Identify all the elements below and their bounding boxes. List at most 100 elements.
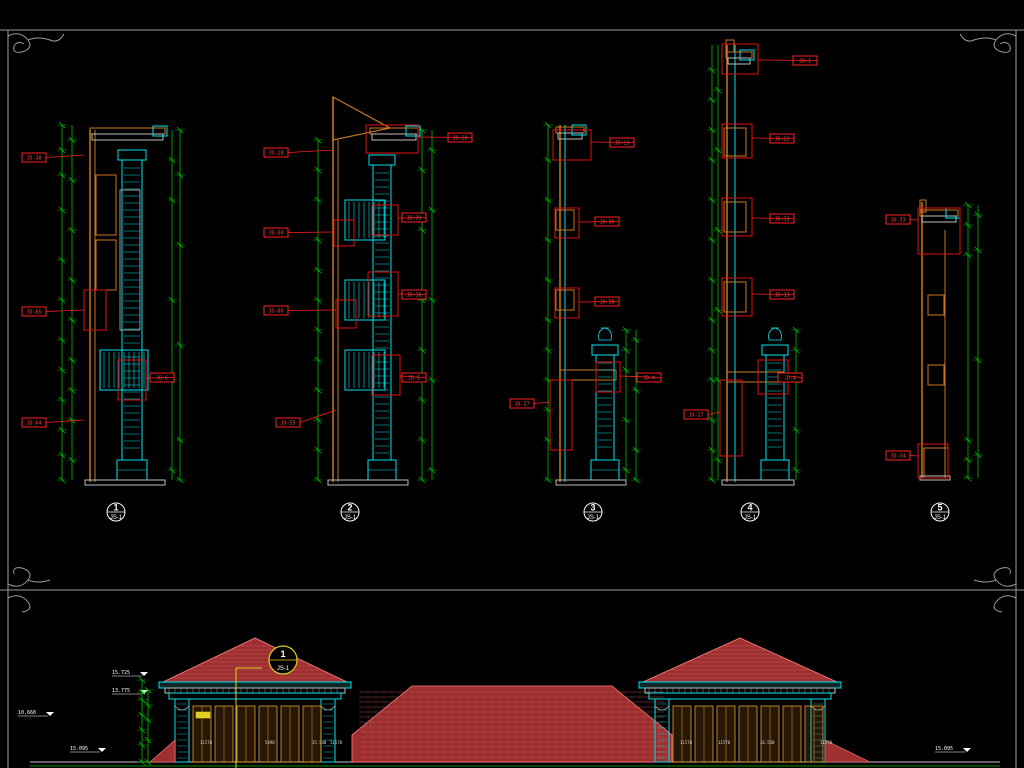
detail-callout-box	[917, 443, 949, 479]
pavilion-cornice	[638, 681, 842, 689]
detail-tag-leader	[399, 375, 427, 378]
pavilion	[158, 637, 352, 763]
level-label: 15.095	[70, 746, 88, 752]
detail-callout-box	[365, 124, 419, 154]
detail-tag: JD-28	[263, 147, 335, 158]
detail-tag: JD-33	[751, 289, 795, 300]
detail-tag-leader	[145, 377, 175, 379]
wall-sections-group: JD-38JD-65JD-64JD-61JS-1JD-18JD-28JD-39J…	[21, 39, 983, 522]
detail-tag-label: JD-6	[156, 376, 168, 382]
detail-tag-leader	[533, 401, 551, 404]
detail-tag: JD-65	[21, 306, 85, 317]
detail-tag: JD-60	[263, 305, 337, 316]
column-inset	[119, 189, 141, 331]
detail-tag-label: JD-38	[406, 293, 421, 299]
detail-tag: JD-6	[145, 372, 175, 383]
section-sheet-ref: JS-1	[587, 515, 600, 521]
section-number: 1	[113, 503, 118, 513]
detail-tag-label: JD-30	[599, 220, 614, 226]
level-label: 15.725	[112, 670, 130, 676]
pavilion-cornice	[158, 681, 352, 689]
detail-tag-leader	[787, 375, 803, 378]
detail-tag-label: JD-64	[26, 421, 41, 427]
elevation-dimension-label: 11570	[718, 740, 731, 745]
cornice	[89, 125, 168, 141]
pavilion-architrave	[648, 692, 832, 700]
detail-tag-leader	[287, 231, 335, 233]
cornice-profile	[152, 125, 168, 137]
detail-tag: JD-38	[21, 152, 85, 163]
detail-tag-leader	[45, 154, 85, 158]
foundation	[555, 479, 627, 486]
detail-tag-label: JD-65	[26, 310, 41, 316]
elevation-dimension-label: 5490	[265, 740, 275, 745]
section-sheet-ref: JS-1	[110, 515, 123, 521]
level-triangle	[140, 672, 148, 676]
elevation-callout-sheet: JS-1	[277, 666, 290, 672]
detail-tag: JD-6	[399, 372, 427, 383]
side-roof-left	[149, 739, 176, 763]
detail-tag-label: JD-38	[26, 156, 41, 162]
drawing-frame	[0, 29, 1024, 768]
detail-tag-label: JD-1	[799, 59, 811, 65]
elevation-callout-mark: 1JS-1	[268, 645, 298, 675]
column-capital-scroll	[810, 705, 826, 711]
elevation-dimension-label: 11570	[330, 740, 343, 745]
window-frame	[723, 201, 747, 233]
elevation-dimension-label: 11570	[680, 740, 693, 745]
detail-tag-leader	[45, 309, 85, 312]
detail-tag-label: JD-34	[890, 454, 905, 460]
detail-tag-leader	[590, 141, 635, 143]
detail-tag-label: JD-33	[890, 218, 905, 224]
window-frame	[555, 289, 575, 311]
cornice-stone	[91, 133, 164, 141]
detail-tag: JD-30	[578, 216, 620, 227]
detail-callout-box	[333, 219, 355, 247]
cornice	[919, 207, 961, 223]
detail-tag-label: JD-4	[643, 376, 655, 382]
cornice-profile	[739, 49, 755, 61]
detail-tag-leader	[757, 59, 818, 61]
finial-vase	[768, 327, 782, 341]
detail-callout-box	[117, 359, 147, 401]
cornice	[725, 49, 755, 65]
detail-tag-leader	[909, 219, 919, 221]
section-number-mark: 2JS-1	[340, 502, 360, 522]
detail-callout-box	[721, 197, 753, 237]
detail-tag-label: JD-28	[268, 151, 283, 157]
detail-tag-label: JD-19	[614, 141, 629, 147]
panel-ornament	[95, 174, 117, 236]
detail-tag: JD-55	[275, 409, 337, 428]
corner-ornament-top-left	[7, 33, 65, 53]
section-number: 2	[347, 503, 352, 513]
section-2: JD-18JD-28JD-39JD-50JD-38JD-60JD-6JD-552…	[263, 95, 473, 522]
column-capital-scroll	[654, 705, 670, 711]
detail-tag: JD-34	[885, 450, 919, 461]
detail-tag: JD-1	[757, 55, 818, 66]
detail-tag-label: JD-39	[406, 216, 421, 222]
detail-tag-leader	[707, 411, 721, 415]
elevation-dimension-label: 16.540	[760, 740, 775, 745]
detail-tag-leader	[299, 409, 337, 423]
detail-callout-box	[595, 361, 621, 393]
detail-callout-box	[549, 379, 573, 451]
detail-tag-leader	[751, 137, 795, 139]
cornice-stone	[727, 57, 751, 65]
elevation-dimension-label: 11570	[200, 740, 213, 745]
section-sheet-ref: JS-1	[934, 515, 947, 521]
detail-callout-box	[917, 207, 961, 255]
detail-tag: JD-18	[417, 132, 473, 143]
detail-callout-box	[371, 354, 401, 396]
detail-tag: JD-27	[683, 409, 721, 420]
section-number: 3	[590, 503, 595, 513]
detail-tag-label: JD-60	[268, 309, 283, 315]
detail-callout-box	[371, 204, 399, 236]
elevation-callout-number: 1	[280, 649, 285, 659]
finial-vase	[598, 327, 612, 341]
detail-tag-leader	[909, 455, 919, 457]
detail-tag-label: JD-6	[408, 376, 420, 382]
